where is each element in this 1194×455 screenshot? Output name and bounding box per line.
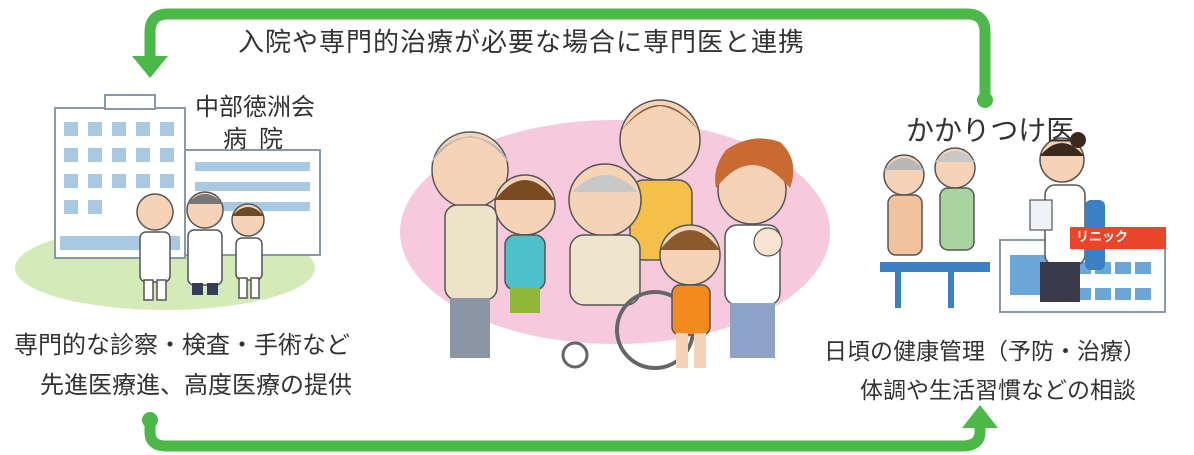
clinic-services-line2: 体調や生活習慣などの相談 <box>860 378 1136 404</box>
top-arrow-caption: 入院や専門的治療が必要な場合に専門医と連携 <box>238 28 806 58</box>
clinic-sign: リニック <box>1070 227 1166 249</box>
hospital-services-line2: 先進医療進、高度医療の提供 <box>40 371 352 399</box>
clinic-services-line1: 日頃の健康管理（予防・治療） <box>824 339 1146 365</box>
hospital-staff <box>136 191 265 301</box>
top-arrow-left-icon <box>132 8 993 108</box>
family-illustration <box>400 99 830 370</box>
clinic-illustration <box>880 132 1166 313</box>
hospital-illustration <box>15 94 321 310</box>
hospital-services-line1: 専門的な診察・検査・手術など <box>14 331 350 359</box>
hospital-name-line2: 病院 <box>223 125 295 153</box>
hospital-name-line1: 中部徳洲会 <box>195 93 315 121</box>
clinic-title: かかりつけ医 <box>906 114 1075 147</box>
bottom-arrow-right-icon <box>142 405 998 452</box>
